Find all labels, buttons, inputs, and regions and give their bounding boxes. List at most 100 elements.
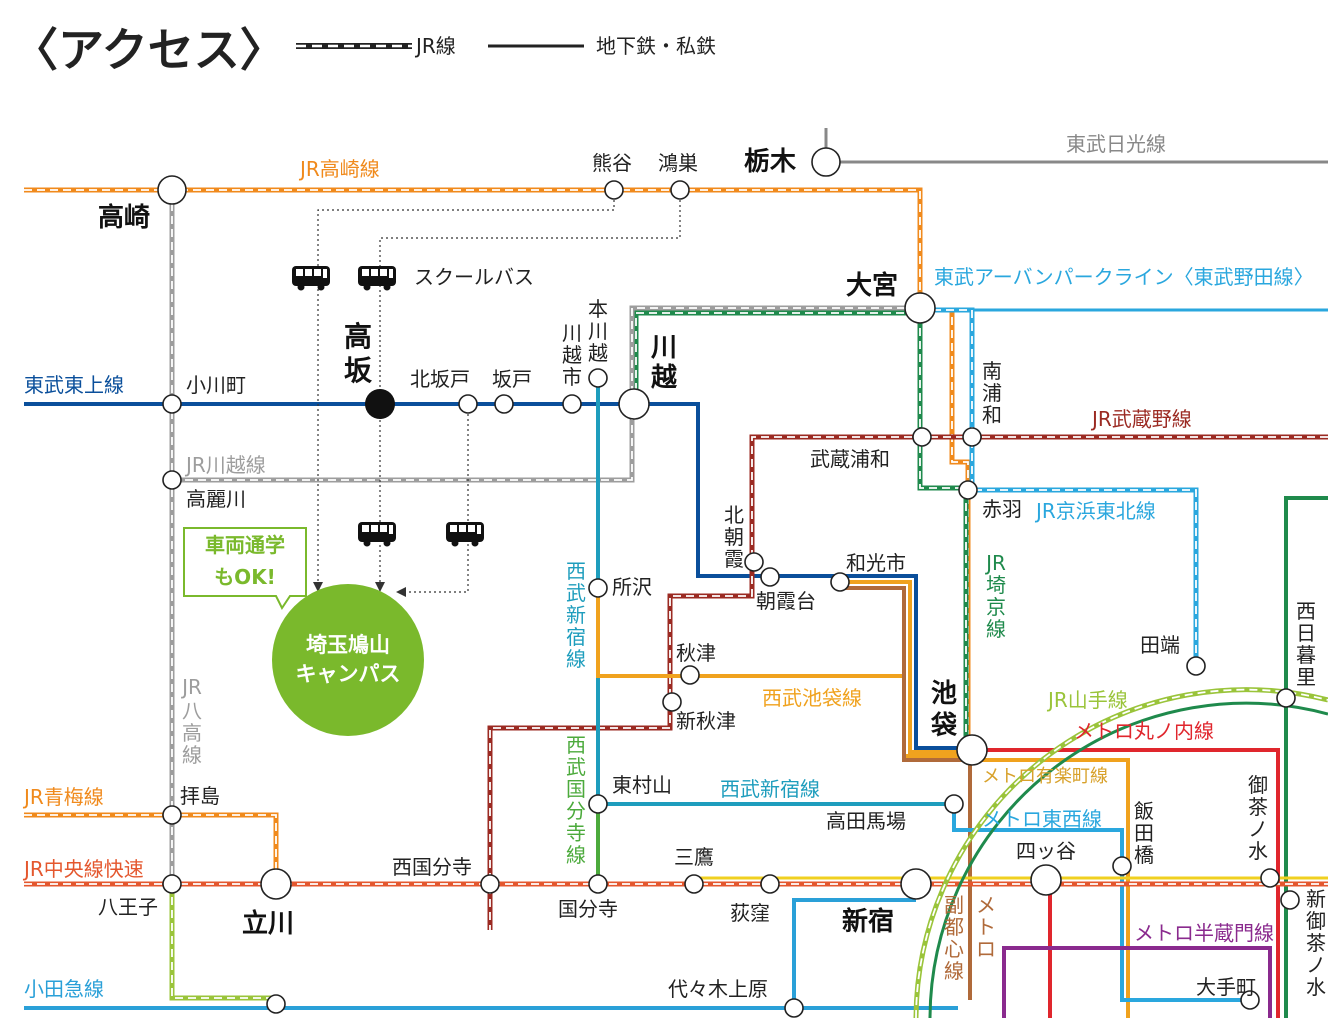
svg-text:霞: 霞	[724, 547, 744, 571]
station-asakadai: 朝霞台	[756, 589, 816, 613]
svg-text:池: 池	[931, 679, 957, 709]
svg-text:川: 川	[651, 333, 677, 363]
line-label-seibu-ikebukuro: 西武池袋線	[762, 686, 862, 710]
svg-text:西: 西	[1296, 599, 1316, 623]
svg-text:JR: JR	[984, 551, 1006, 575]
station-konosu: 鴻巣	[658, 151, 698, 175]
campus-name-line1: 埼玉鳩山	[306, 633, 390, 657]
bus-icon	[358, 266, 396, 291]
station-tachikawa: 立川	[242, 908, 294, 939]
station-takasaka: 高 坂	[344, 320, 372, 387]
line-label-jr-keihin: JR京浜東北線	[1034, 499, 1156, 523]
svg-text:袋: 袋	[930, 711, 958, 741]
station-shin-akitsu: 新秋津	[676, 709, 736, 733]
svg-text:御: 御	[1306, 909, 1326, 933]
campus: 埼玉鳩山 キャンパス	[272, 584, 424, 736]
svg-text:和: 和	[982, 403, 1002, 427]
svg-text:西: 西	[566, 733, 586, 757]
svg-text:橋: 橋	[1134, 843, 1154, 867]
bus-icon	[446, 522, 484, 547]
line-tobu-tojo	[24, 402, 968, 750]
station-takadanobaba: 高田馬場	[826, 809, 906, 833]
svg-text:南: 南	[982, 359, 1002, 383]
station-haijima: 拝島	[180, 784, 220, 808]
line-label-fukutoshin-a: 副 都 心 線	[944, 893, 964, 983]
line-jr-saikyo	[633, 310, 969, 750]
line-label-seibu-kokubunji: 西 武 国 分 寺 線	[566, 733, 586, 867]
svg-text:田: 田	[1134, 821, 1154, 845]
svg-text:越: 越	[588, 341, 608, 365]
line-label-tobu-nikko: 東武日光線	[1066, 132, 1166, 156]
station-tabata: 田端	[1140, 633, 1180, 657]
svg-text:京: 京	[986, 595, 1006, 619]
station-akabane: 赤羽	[982, 497, 1022, 521]
station-hachioji: 八王子	[98, 895, 158, 919]
callout-line2: もOK!	[214, 565, 276, 589]
station-kumagaya: 熊谷	[592, 151, 632, 175]
svg-text:飯: 飯	[1134, 799, 1154, 823]
station-tokorozawa: 所沢	[612, 575, 652, 599]
svg-text:川: 川	[588, 319, 608, 343]
line-label-jr-musashino: JR武蔵野線	[1090, 407, 1192, 431]
svg-text:越: 越	[562, 343, 582, 367]
line-label-metro-marunouchi: メトロ丸ノ内線	[1074, 719, 1214, 743]
line-jr-takasaki	[24, 187, 923, 310]
line-label-jr-takasaki: JR高崎線	[298, 157, 380, 181]
line-label-metro-yurakucho: メトロ有楽町線	[982, 766, 1108, 787]
station-yoyogi-uehara: 代々木上原	[668, 977, 768, 1001]
station-minami-urawa: 南 浦 和	[982, 359, 1002, 427]
legend-subway-label: 地下鉄・私鉄	[596, 34, 716, 58]
line-jr-yamanote	[913, 687, 1328, 1018]
svg-text:線: 線	[182, 743, 202, 767]
station-omiya: 大宮	[846, 270, 898, 301]
school-bus-label: スクールバス	[414, 265, 534, 289]
line-seibu-ikebukuro	[596, 588, 968, 758]
svg-text:茶: 茶	[1248, 795, 1268, 819]
line-label-seibu-shinjuku-v: 西 武 新 宿 線	[566, 559, 586, 671]
svg-text:ロ: ロ	[976, 937, 996, 961]
svg-text:八: 八	[182, 699, 202, 723]
svg-text:市: 市	[562, 365, 582, 389]
svg-text:ノ: ノ	[1306, 953, 1326, 977]
station-kawagoe-shi: 川 越 市	[562, 321, 582, 389]
svg-text:坂: 坂	[344, 354, 372, 387]
station-nishi-nippori: 西 日 暮 里	[1296, 599, 1316, 689]
svg-text:心: 心	[944, 937, 964, 961]
arrowheads	[313, 582, 406, 597]
vehicle-callout: 車両通学 もOK!	[183, 527, 307, 610]
legend-jr: JR線	[296, 34, 456, 58]
svg-text:線: 線	[566, 843, 586, 867]
line-label-metro-tozai: メトロ東西線	[982, 807, 1102, 831]
svg-text:日: 日	[1296, 621, 1316, 645]
line-metro-yurakucho	[840, 580, 1130, 1018]
line-metro-tozai	[952, 804, 1250, 1002]
station-iidabashi: 飯 田 橋	[1134, 799, 1154, 867]
svg-text:JR: JR	[180, 675, 202, 699]
svg-text:武: 武	[566, 581, 586, 605]
svg-text:浦: 浦	[982, 381, 1002, 405]
station-higashi-murayama: 東村山	[612, 773, 672, 797]
svg-text:国: 国	[566, 777, 586, 801]
svg-text:御: 御	[1248, 773, 1268, 797]
station-kokubunji: 国分寺	[558, 897, 618, 921]
svg-text:武: 武	[566, 755, 586, 779]
line-jr-ome	[24, 812, 279, 884]
line-label-jr-hachiko: JR 八 高 線	[180, 675, 202, 767]
svg-text:線: 線	[986, 617, 1006, 641]
station-sakado: 坂戸	[492, 367, 532, 391]
station-otemachi: 大手町	[1196, 975, 1256, 999]
svg-text:寺: 寺	[566, 821, 586, 845]
station-shinjuku: 新宿	[842, 906, 894, 937]
svg-text:里: 里	[1296, 665, 1316, 689]
station-ogawamachi: 小川町	[186, 373, 246, 397]
svg-text:副: 副	[944, 893, 964, 917]
page-title: 〈アクセス〉	[12, 23, 286, 77]
station-kitasakado: 北坂戸	[410, 367, 470, 391]
takasaka-station-dot	[365, 389, 395, 419]
svg-text:茶: 茶	[1306, 931, 1326, 955]
line-label-seibu-shinjuku-h: 西武新宿線	[720, 777, 820, 801]
station-takasaki: 高崎	[98, 202, 150, 233]
station-komagawa: 高麗川	[186, 487, 246, 511]
station-tochigi: 栃木	[744, 147, 796, 177]
svg-text:水: 水	[1248, 839, 1268, 863]
